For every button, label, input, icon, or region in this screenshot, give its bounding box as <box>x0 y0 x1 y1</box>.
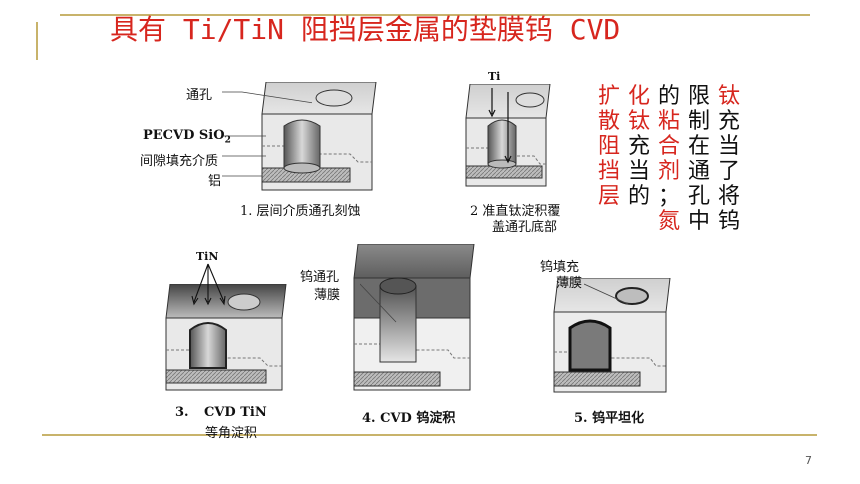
decor-bottom-line <box>42 434 817 436</box>
diagram-step4 <box>353 244 475 391</box>
page-number: 7 <box>805 454 812 467</box>
diagram-step3-arrows <box>191 263 226 306</box>
label-via: 通孔 <box>186 88 213 103</box>
label-w-fill-film-line2: 薄膜 <box>556 276 583 291</box>
diagram-step3 <box>165 284 287 391</box>
diagram-step5 <box>553 278 671 393</box>
diagram-step4-leader <box>360 283 397 323</box>
caption-step2-line1: 2 准直钛淀积覆 <box>470 204 561 219</box>
label-w-via-film-line1: 钨通孔 <box>300 270 340 285</box>
caption-step3-number: 3. <box>175 405 189 420</box>
caption-step1: 1. 层间介质通孔刻蚀 <box>240 204 361 219</box>
caption-step3-line2: 等角淀积 <box>205 426 258 441</box>
diagram-step5-leader <box>584 283 629 305</box>
side-text-col3: 的 粘 合 剂 ； 氮 <box>657 84 680 234</box>
slide-title: 具有 Ti/TiN 阻挡层金属的垫膜钨 CVD <box>110 13 621 46</box>
side-text-col5: 钛 充 当 了 将 钨 <box>717 84 740 234</box>
diagram-step1-leaders <box>222 91 312 177</box>
label-gap-fill: 间隙填充介质 <box>140 154 219 169</box>
side-text-col4: 限 制 在 通 孔 中 <box>687 84 710 234</box>
side-text-col1: 扩 散 阻 挡 层 <box>597 84 620 209</box>
label-aluminum: 铝 <box>208 174 222 189</box>
diagram-step2 <box>465 84 551 187</box>
label-tin: TiN <box>196 250 219 263</box>
caption-step4: 4. CVD 钨淀积 <box>362 411 456 426</box>
side-text-col2: 化 钛 充 当 的 <box>627 84 650 209</box>
decor-vertical-line <box>36 22 38 60</box>
decor-top-line <box>60 14 810 16</box>
label-w-via-film-line2: 薄膜 <box>314 288 341 303</box>
label-w-fill-film-line1: 钨填充 <box>540 260 580 275</box>
label-ti: Ti <box>488 70 501 83</box>
diagram-step1 <box>261 82 377 191</box>
caption-step2-line2: 盖通孔底部 <box>492 220 558 235</box>
label-pecvd-sio2: PECVD SiO2 <box>143 128 231 146</box>
caption-step3-line1: CVD TiN <box>204 405 267 420</box>
caption-step5: 5. 钨平坦化 <box>574 411 645 426</box>
